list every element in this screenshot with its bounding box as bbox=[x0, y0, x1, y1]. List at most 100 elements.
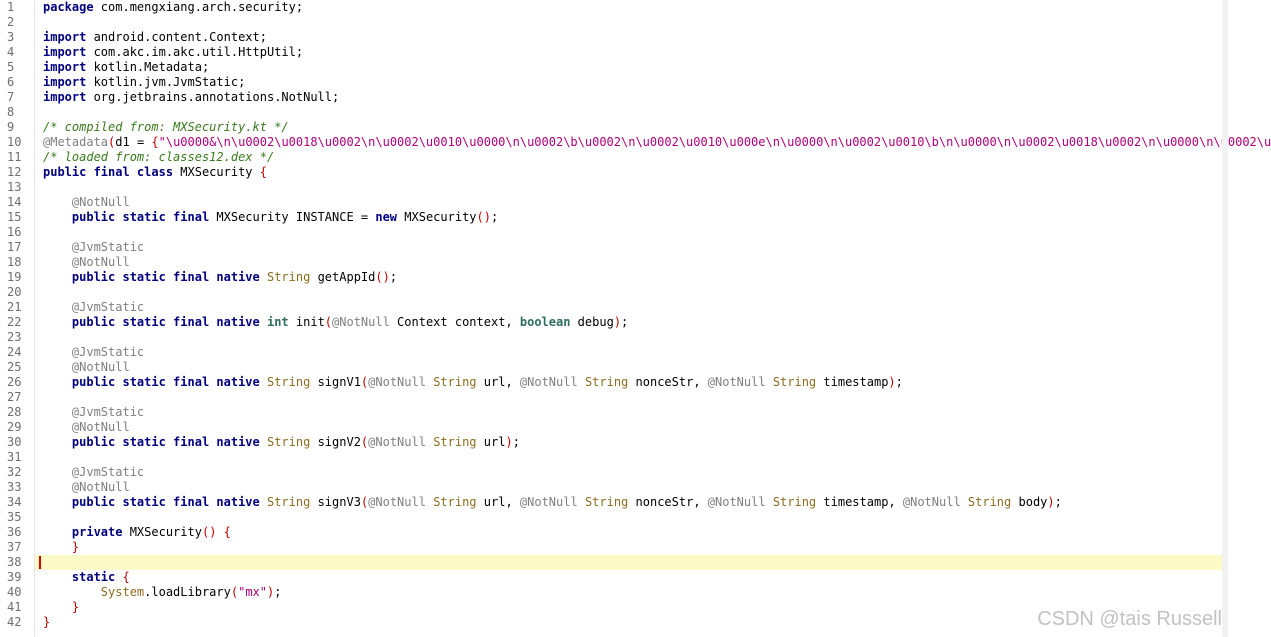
code-token: String bbox=[772, 495, 817, 509]
code-line[interactable]: @NotNull bbox=[35, 480, 1222, 495]
line-number: 17 bbox=[7, 240, 22, 254]
code-token: init bbox=[288, 315, 325, 329]
code-token bbox=[43, 195, 72, 209]
line-number: 10 bbox=[7, 135, 22, 149]
line-number: 34 bbox=[7, 495, 22, 509]
code-area[interactable]: package com.mengxiang.arch.security; imp… bbox=[35, 0, 1271, 637]
vertical-scrollbar[interactable] bbox=[1222, 0, 1228, 637]
code-line[interactable]: public static final native String getApp… bbox=[35, 270, 1222, 285]
code-token: ; bbox=[490, 210, 499, 224]
code-token: ; bbox=[895, 375, 903, 389]
code-line[interactable]: import org.jetbrains.annotations.NotNull… bbox=[35, 90, 1222, 105]
line-number: 13 bbox=[7, 180, 22, 194]
code-line[interactable]: /* compiled from: MXSecurity.kt */ bbox=[35, 120, 1222, 135]
code-line[interactable]: import kotlin.Metadata; bbox=[35, 60, 1222, 75]
line-number: 38 bbox=[7, 555, 22, 569]
code-line[interactable]: static { bbox=[35, 570, 1222, 585]
code-line[interactable]: } bbox=[35, 615, 1222, 630]
code-line[interactable]: public static final native String signV1… bbox=[35, 375, 1222, 390]
code-token bbox=[766, 495, 773, 509]
code-token: timestamp, bbox=[816, 495, 903, 509]
code-token: @NotNull bbox=[519, 375, 578, 389]
code-token bbox=[43, 345, 72, 359]
code-line[interactable]: public final class MXSecurity { bbox=[35, 165, 1222, 180]
code-token: String bbox=[433, 375, 477, 389]
code-token: @NotNull bbox=[707, 375, 766, 389]
code-line[interactable]: @JvmStatic bbox=[35, 240, 1222, 255]
code-token bbox=[260, 270, 267, 284]
code-token: url bbox=[476, 435, 506, 449]
code-line[interactable]: import com.akc.im.akc.util.HttpUtil; bbox=[35, 45, 1222, 60]
code-token bbox=[43, 465, 72, 479]
line-number: 12 bbox=[7, 165, 22, 179]
code-token: int bbox=[266, 315, 289, 329]
code-line[interactable]: public static final native int init(@Not… bbox=[35, 315, 1222, 330]
code-token: ) bbox=[613, 315, 622, 329]
code-token: public final class bbox=[43, 165, 174, 179]
code-line[interactable] bbox=[35, 510, 1222, 525]
line-number: 15 bbox=[7, 210, 22, 224]
code-token bbox=[43, 420, 72, 434]
code-line[interactable] bbox=[35, 450, 1222, 465]
code-token: boolean bbox=[519, 315, 571, 329]
code-token: nonceStr, bbox=[628, 495, 708, 509]
code-token: () bbox=[375, 270, 390, 284]
code-line[interactable]: public static final native String signV3… bbox=[35, 495, 1222, 510]
code-line[interactable] bbox=[35, 105, 1222, 120]
code-token: String bbox=[584, 495, 629, 509]
line-number: 39 bbox=[7, 570, 22, 584]
code-token: com.akc.im.akc.util.HttpUtil; bbox=[86, 45, 304, 59]
code-token: public static final native bbox=[71, 315, 260, 329]
code-token: "\u0000&\n\u0002\u0018\u0002\n\u0002\u00… bbox=[158, 135, 1271, 149]
code-line[interactable] bbox=[35, 180, 1222, 195]
code-line[interactable]: import android.content.Context; bbox=[35, 30, 1222, 45]
code-line[interactable]: private MXSecurity() { bbox=[35, 525, 1222, 540]
code-token: MXSecurity bbox=[173, 165, 260, 179]
code-token: String bbox=[266, 375, 311, 389]
code-token: nonceStr, bbox=[628, 375, 708, 389]
code-token: ( bbox=[360, 435, 369, 449]
code-line[interactable]: } bbox=[35, 540, 1222, 555]
code-token: String bbox=[266, 495, 311, 509]
line-number: 14 bbox=[7, 195, 22, 209]
code-token bbox=[260, 495, 267, 509]
line-number: 24 bbox=[7, 345, 22, 359]
code-line[interactable] bbox=[35, 15, 1222, 30]
code-token: @NotNull bbox=[71, 195, 130, 209]
code-line[interactable]: } bbox=[35, 600, 1222, 615]
code-line[interactable]: @JvmStatic bbox=[35, 345, 1222, 360]
line-number: 2 bbox=[7, 15, 15, 29]
code-token: public static final native bbox=[71, 375, 260, 389]
code-line[interactable]: @NotNull bbox=[35, 420, 1222, 435]
code-line[interactable]: /* loaded from: classes12.dex */ bbox=[35, 150, 1222, 165]
line-number: 11 bbox=[7, 150, 22, 164]
code-token: static bbox=[71, 570, 116, 584]
code-line[interactable]: @JvmStatic bbox=[35, 405, 1222, 420]
code-token: String bbox=[772, 375, 817, 389]
code-token: @NotNull bbox=[332, 315, 390, 329]
line-number: 19 bbox=[7, 270, 22, 284]
code-token: @NotNull bbox=[71, 480, 130, 494]
code-line[interactable]: @JvmStatic bbox=[35, 300, 1222, 315]
code-token: private bbox=[71, 525, 123, 539]
code-line[interactable]: @NotNull bbox=[35, 360, 1222, 375]
code-line[interactable]: @NotNull bbox=[35, 255, 1222, 270]
code-line[interactable]: @NotNull bbox=[35, 195, 1222, 210]
code-line[interactable] bbox=[35, 330, 1222, 345]
code-line[interactable]: public static final native String signV2… bbox=[35, 435, 1222, 450]
code-line[interactable] bbox=[35, 285, 1222, 300]
code-token: public static final native bbox=[71, 435, 260, 449]
code-line[interactable]: public static final MXSecurity INSTANCE … bbox=[35, 210, 1222, 225]
code-token: "mx" bbox=[238, 585, 267, 599]
current-code-line[interactable] bbox=[35, 555, 1222, 570]
code-token: import bbox=[43, 45, 87, 59]
code-line[interactable]: @JvmStatic bbox=[35, 465, 1222, 480]
code-line[interactable]: import kotlin.jvm.JvmStatic; bbox=[35, 75, 1222, 90]
code-line[interactable] bbox=[35, 390, 1222, 405]
code-line[interactable]: System.loadLibrary("mx"); bbox=[35, 585, 1222, 600]
code-token bbox=[43, 270, 72, 284]
code-line[interactable] bbox=[35, 225, 1222, 240]
code-line[interactable]: @Metadata(d1 = {"\u0000&\n\u0002\u0018\u… bbox=[35, 135, 1271, 150]
code-line[interactable]: package com.mengxiang.arch.security; bbox=[35, 0, 1222, 15]
